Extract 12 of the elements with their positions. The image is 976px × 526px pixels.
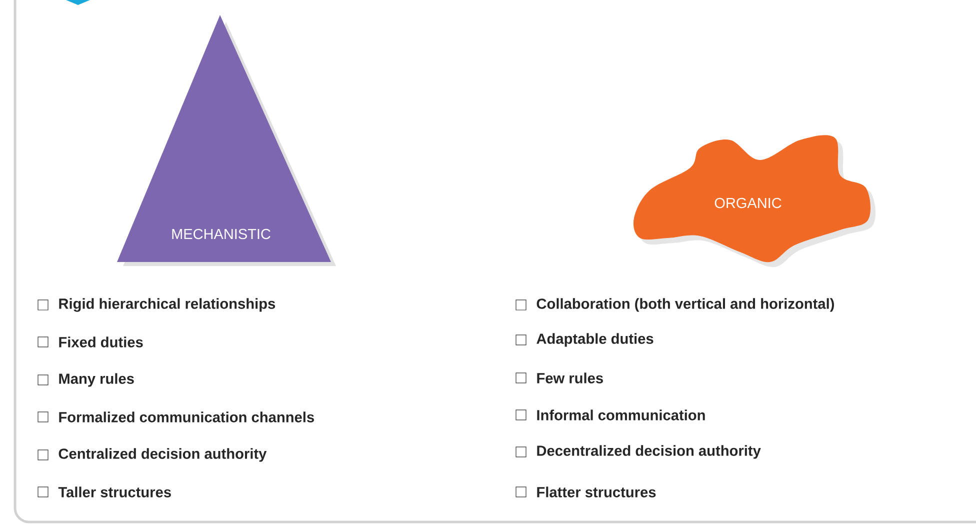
list-item: Centralized decision authority bbox=[58, 448, 267, 462]
list-item: Rigid hierarchical relationships bbox=[59, 298, 276, 312]
list-item: Decentralized decision authority bbox=[537, 445, 761, 459]
list-item: Flatter structures bbox=[537, 486, 656, 498]
list-item: Collaboration (both vertical and horizontal) bbox=[536, 298, 834, 312]
list-item: Adaptable duties bbox=[536, 333, 654, 347]
list-item: Few rules bbox=[537, 372, 603, 384]
list-item: Taller structures bbox=[58, 486, 171, 498]
list-item: Formalized communication channels bbox=[59, 412, 314, 422]
list-item: Many rules bbox=[59, 373, 134, 387]
list-item: Informal communication bbox=[537, 410, 705, 420]
list-item: Fixed duties bbox=[59, 336, 143, 348]
